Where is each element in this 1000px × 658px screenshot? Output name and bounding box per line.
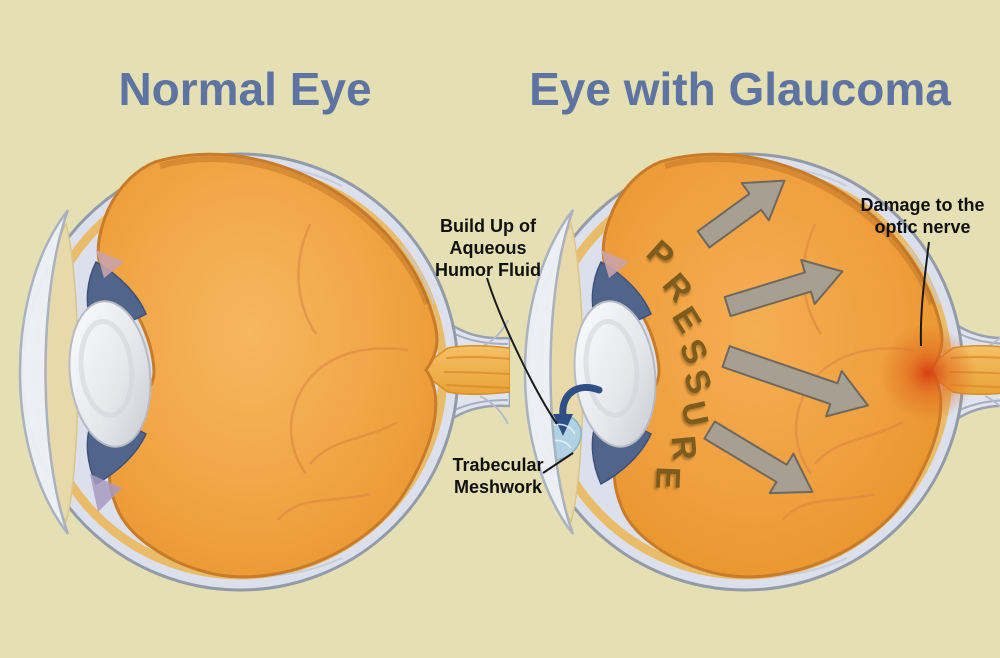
trabecular-label-line: Meshwork [453,477,543,497]
normal-eye-illustration [10,142,510,602]
trabecular-label-line: Trabecular [452,455,544,475]
damage-label-line: Damage to the [860,195,985,215]
ciliary-upper [601,250,629,278]
damage-label-line: optic nerve [874,217,971,237]
trabecular-meshwork-label: Trabecular Meshwork [428,454,568,498]
pressure-arrow [721,345,869,418]
pressure-arrow [703,420,814,495]
pressure-arrow [696,179,786,249]
optic-nerve-damage-label: Damage to the optic nerve [840,194,1000,238]
pressure-letter: R [663,434,704,462]
lens [68,300,152,448]
glaucoma-eye-title: Eye with Glaucoma [529,63,951,115]
pressure-letter: P [639,232,682,277]
optic-nerve-damage-spot [880,325,976,421]
ciliary-lower [90,474,122,512]
normal-eye-title: Normal Eye [118,63,372,115]
vitreous-top-shading [664,155,935,306]
cornea [18,209,70,535]
pressure-arrow [723,258,844,318]
glaucoma-eye-svg [523,152,1000,592]
pressure-letter: U [673,397,716,430]
build-up-label: Build Up of Aqueous Humor Fluid [418,215,558,281]
vitreous-top-shading [159,155,430,306]
retinal-vessels [277,223,409,521]
pressure-letter: E [648,466,687,491]
lens [573,300,657,448]
build-up-label-line: Build Up of [440,216,536,236]
build-up-label-line: Humor Fluid [435,260,541,280]
ciliary-upper [96,250,124,278]
normal-eye-svg [18,152,510,592]
build-up-label-line: Aqueous [449,238,527,258]
pressure-arrows [696,179,869,495]
